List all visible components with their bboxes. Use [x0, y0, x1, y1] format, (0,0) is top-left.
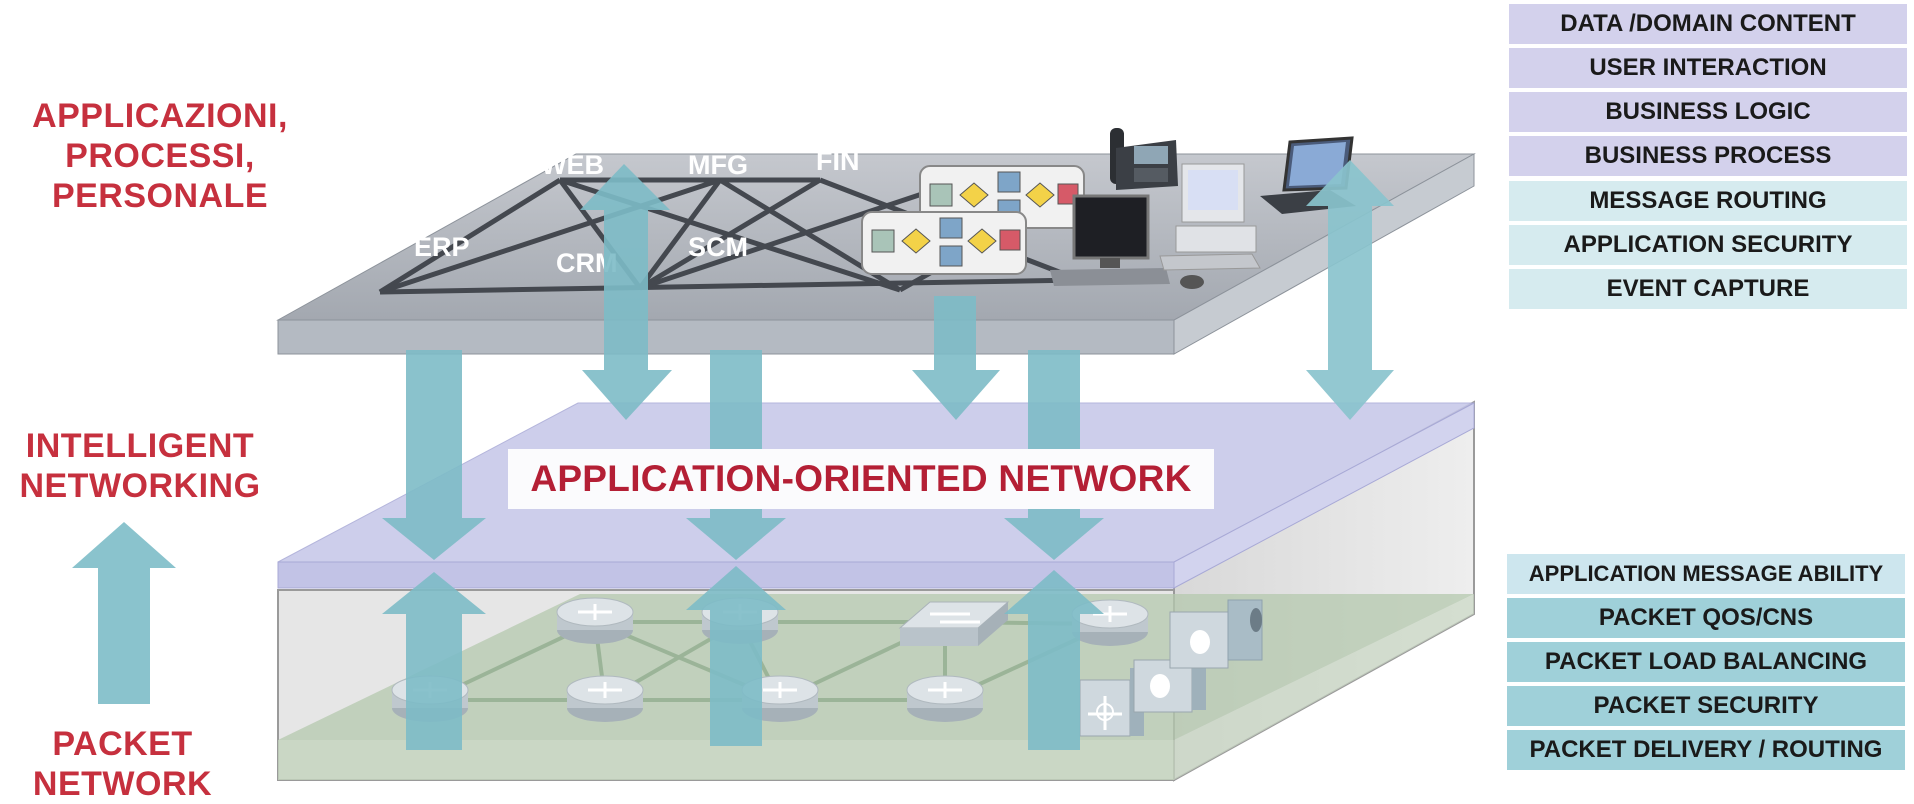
label-intelligent-line1: INTELLIGENT [25, 427, 255, 465]
service-packet-qos-cns: PACKET QOS/CNS [1507, 598, 1905, 638]
node-label-mfg: MFG [688, 150, 748, 180]
label-intelligent-line2: NETWORKING [19, 467, 261, 505]
up-arrow [382, 572, 486, 750]
left-up-arrow [72, 522, 176, 704]
service-packet-load-balancing: PACKET LOAD BALANCING [1507, 642, 1905, 682]
ip-phone-icon [1110, 128, 1178, 190]
up-arrow [1004, 570, 1104, 750]
node-label-web: WEB [541, 150, 604, 180]
server-appliance-icon [1169, 599, 1263, 669]
node-label-erp: ERP [414, 232, 470, 262]
label-applications-line3: PERSONALE [51, 177, 269, 215]
service-packet-delivery-routing: PACKET DELIVERY / ROUTING [1507, 730, 1905, 770]
service-event-capture: EVENT CAPTURE [1509, 269, 1907, 309]
service-data-domain-content: DATA /DOMAIN CONTENT [1509, 4, 1907, 44]
service-business-process: BUSINESS PROCESS [1509, 136, 1907, 176]
application-oriented-network-title: APPLICATION-ORIENTED NETWORK [508, 449, 1214, 509]
label-applications-line2: PROCESSI, [65, 137, 255, 175]
up-arrow [686, 566, 786, 746]
up-arrow [912, 296, 1000, 420]
service-application-security: APPLICATION SECURITY [1509, 225, 1907, 265]
node-label-scm: SCM [688, 232, 748, 262]
service-message-routing: MESSAGE ROUTING [1509, 181, 1907, 221]
service-business-logic: BUSINESS LOGIC [1509, 92, 1907, 132]
desktop-computer-icon [1050, 194, 1204, 289]
router-icon [566, 675, 644, 722]
switch-icon [898, 601, 1010, 646]
label-packet-line1: PACKET [52, 725, 193, 763]
double-arrow [1306, 160, 1394, 420]
router-icon [1071, 599, 1149, 646]
node-label-fin: FIN [816, 146, 860, 176]
workflow-diagram-icon [861, 211, 1027, 275]
application-node-labels: WEB MFG FIN ERP CRM SCM [414, 146, 860, 278]
up-arrow [580, 164, 672, 420]
service-packet-security: PACKET SECURITY [1507, 686, 1905, 726]
service-user-interaction: USER INTERACTION [1509, 48, 1907, 88]
down-arrow [382, 350, 486, 560]
server-appliance-icon [1133, 652, 1206, 713]
label-applications-line1: APPLICAZIONI, [32, 97, 288, 135]
workstation-icon [1159, 163, 1261, 271]
router-icon [556, 597, 634, 644]
label-intelligent-networking: INTELLIGENT NETWORKING [0, 426, 280, 506]
service-application-message-ability: APPLICATION MESSAGE ABILITY [1507, 554, 1905, 594]
label-packet-network: PACKET NETWORK [0, 724, 245, 804]
router-icon [906, 675, 984, 722]
label-packet-line2: NETWORK [32, 765, 213, 803]
label-applications-layer: APPLICAZIONI, PROCESSI, PERSONALE [10, 96, 310, 216]
